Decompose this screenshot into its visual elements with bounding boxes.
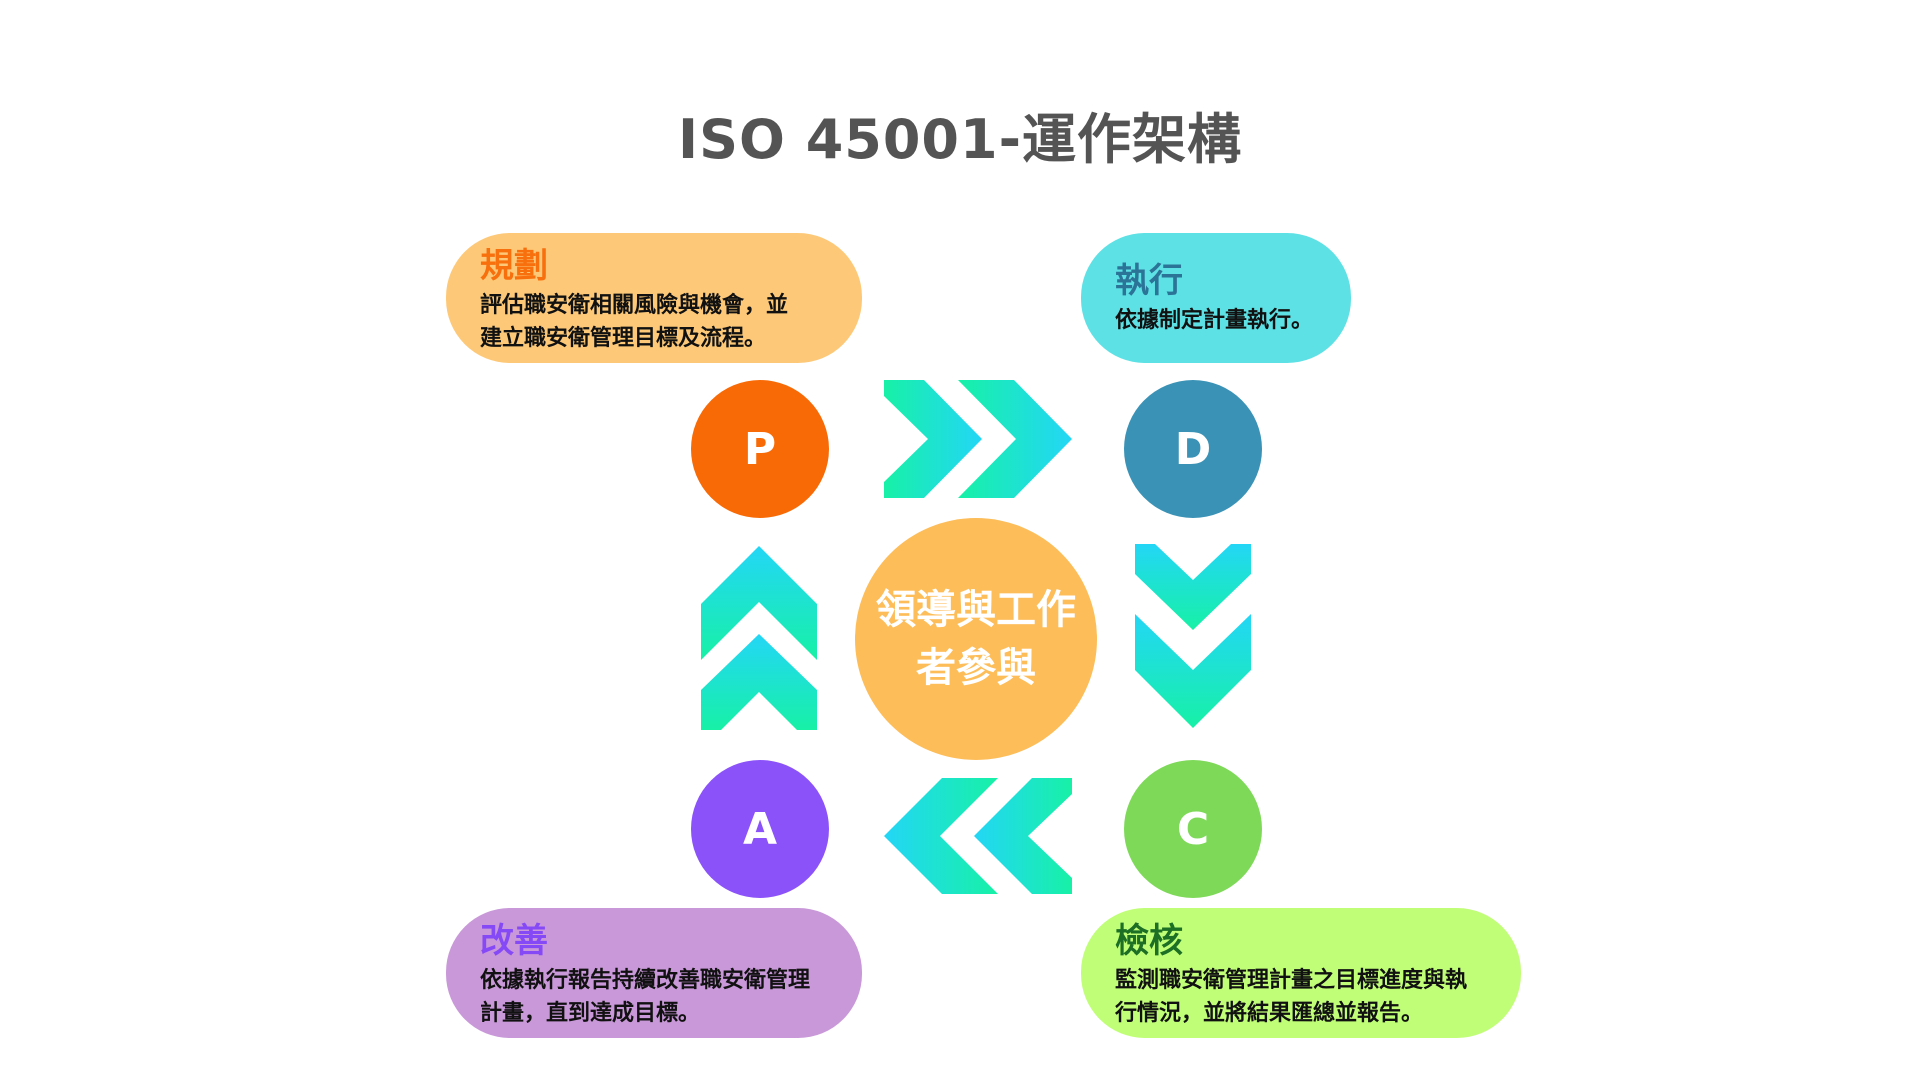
- check-card: 檢核 監測職安衛管理計畫之目標進度與執 行情況，並將結果匯總並報告。: [1081, 908, 1521, 1038]
- chevron-up-icon: [701, 546, 817, 660]
- page-title: ISO 45001-運作架構: [678, 108, 1242, 171]
- plan-heading: 規劃: [480, 246, 548, 286]
- plan-circle: P: [691, 380, 829, 518]
- chevron-left-icon: [974, 778, 1072, 894]
- act-circle: A: [691, 760, 829, 898]
- do-heading: 執行: [1115, 261, 1183, 301]
- chevron-up-icon: [701, 634, 817, 730]
- do-circle: D: [1124, 380, 1262, 518]
- check-circle: C: [1124, 760, 1262, 898]
- do-description: 依據制定計畫執行。: [1115, 308, 1314, 333]
- chevron-right-icon: [958, 380, 1072, 498]
- down-arrow-icon: [1135, 544, 1251, 728]
- chevron-left-icon: [884, 778, 998, 894]
- up-arrow-icon: [701, 546, 817, 730]
- check-description: 監測職安衛管理計畫之目標進度與執 行情況，並將結果匯總並報告。: [1115, 968, 1468, 1026]
- left-arrow-icon: [884, 778, 1072, 894]
- do-card: 執行 依據制定計畫執行。: [1081, 233, 1351, 363]
- check-heading: 檢核: [1115, 921, 1183, 961]
- plan-card: 規劃 評估職安衛相關風險與機會，並 建立職安衛管理目標及流程。: [446, 233, 862, 363]
- act-heading: 改善: [480, 921, 548, 961]
- act-card: 改善 依據執行報告持續改善職安衛管理 計畫，直到達成目標。: [446, 908, 862, 1038]
- chevron-down-icon: [1135, 614, 1251, 728]
- act-description: 依據執行報告持續改善職安衛管理 計畫，直到達成目標。: [480, 968, 811, 1026]
- right-arrow-icon: [884, 380, 1072, 498]
- chevron-right-icon: [884, 380, 982, 498]
- center-label: 領導與工作 者參與: [876, 587, 1076, 691]
- chevron-down-icon: [1135, 544, 1251, 630]
- plan-description: 評估職安衛相關風險與機會，並 建立職安衛管理目標及流程。: [480, 293, 789, 351]
- center-circle: 領導與工作 者參與: [855, 518, 1097, 760]
